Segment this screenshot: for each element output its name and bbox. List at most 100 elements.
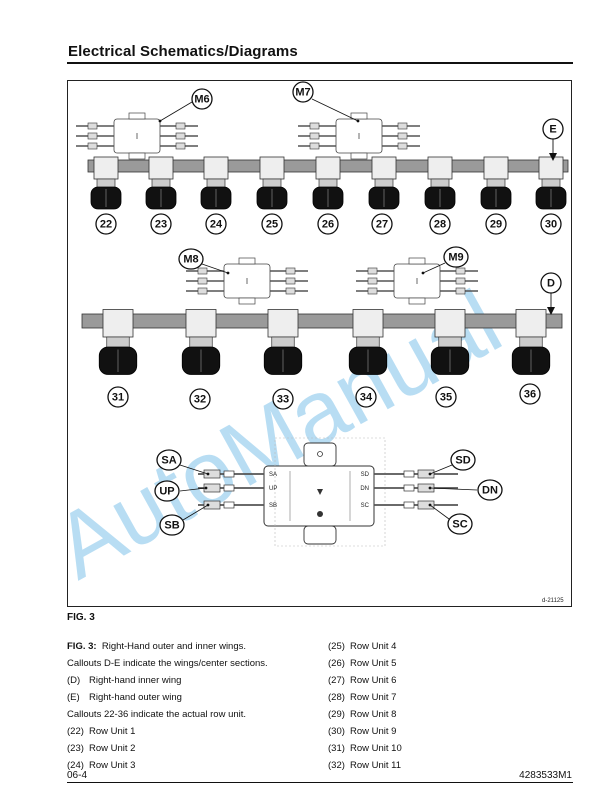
callout-label: SC — [452, 519, 467, 531]
module-tab — [408, 257, 426, 265]
caption-row-28: (28) Row Unit 7 — [328, 692, 396, 704]
row-unit-22 — [90, 156, 122, 210]
wire-connector — [367, 267, 378, 275]
module-m7 — [298, 112, 420, 160]
callout-row-35: 35 — [435, 386, 457, 408]
callout-wing-e: E — [542, 118, 564, 140]
callout-circle — [317, 213, 339, 235]
row-unit-25 — [256, 156, 288, 210]
row-unit-26 — [312, 156, 344, 210]
callout-label: 27 — [376, 219, 388, 231]
callout-label: 23 — [155, 219, 167, 231]
leader-line — [429, 487, 478, 491]
row-unit-23 — [145, 156, 177, 210]
callout-circle — [272, 388, 294, 410]
caption-text: Row Unit 10 — [350, 743, 402, 754]
callout-label: SD — [455, 455, 470, 467]
row-unit-bracket — [434, 309, 466, 338]
callout-circle — [447, 513, 473, 535]
leader-dot — [206, 503, 210, 507]
callout-circle — [429, 213, 451, 235]
callout-connector-sa: SA — [156, 449, 182, 471]
figure-label: FIG. 3 — [67, 612, 95, 623]
leader-dot — [226, 271, 230, 275]
caption-row-23: (23)Row Unit 2 — [67, 743, 135, 755]
wire-connector — [87, 142, 98, 150]
header-rule — [67, 62, 573, 64]
caption-code: (23) — [67, 743, 84, 754]
caption-text: Row Unit 8 — [350, 709, 397, 720]
page-title: Electrical Schematics/Diagrams — [68, 43, 298, 60]
module-tab — [128, 152, 146, 160]
callout-row-28: 28 — [429, 213, 451, 235]
row-unit-bracket — [483, 156, 509, 180]
callout-wing-d: D — [540, 272, 562, 294]
module-m6 — [76, 112, 198, 160]
callout-label: 29 — [490, 219, 502, 231]
leader-line — [201, 263, 229, 274]
caption-row-31: (31)Row Unit 10 — [328, 743, 402, 755]
caption-code: (28) — [328, 692, 345, 703]
module-tab — [238, 297, 256, 305]
caption-row-26: (26)Row Unit 5 — [328, 658, 396, 670]
wire-connector — [175, 142, 186, 150]
wire-connector — [403, 470, 415, 478]
module-tab — [350, 152, 368, 160]
wire-connector — [203, 469, 221, 479]
module-pin-label: UP — [269, 486, 277, 492]
wire-connector — [175, 122, 186, 130]
callout-label: UP — [159, 486, 174, 498]
row-unit-35 — [430, 309, 470, 375]
module-tab — [408, 297, 426, 305]
module-pin-label: SA — [269, 472, 277, 478]
callout-circle — [435, 386, 457, 408]
leader-dot — [158, 119, 162, 123]
leader-line — [179, 464, 209, 475]
row-unit-bracket — [538, 156, 564, 180]
callout-label: 36 — [524, 389, 536, 401]
callout-label: SA — [161, 455, 176, 467]
row-unit-bracket — [352, 309, 384, 338]
caption-text: Row Unit 3 — [89, 760, 136, 771]
caption-text: Row Unit 1 — [89, 726, 136, 737]
row-unit-28 — [424, 156, 456, 210]
leader-line — [429, 464, 453, 475]
callout-label: SB — [164, 520, 179, 532]
toolbar-inner-wing — [81, 313, 563, 329]
footer-doc-number: 4283533M1 — [519, 770, 572, 781]
caption-text: Row Unit 6 — [350, 675, 397, 686]
module-pin-label: SC — [361, 503, 370, 509]
callout-row-25: 25 — [261, 213, 283, 235]
caption-text: Row Unit 7 — [350, 692, 397, 703]
callout-label: E — [549, 124, 556, 136]
row-unit-36 — [511, 309, 551, 375]
wire-connector — [403, 484, 415, 492]
caption-row-22: (22)Row Unit 1 — [67, 726, 135, 738]
module-pin-label: SB — [269, 503, 277, 509]
footer-page-number: 06-4 — [67, 770, 88, 781]
callout-label: DN — [482, 485, 498, 497]
callout-circle — [95, 213, 117, 235]
footer-rule — [67, 782, 573, 783]
caption-code: (27) — [328, 675, 345, 686]
callout-label: 28 — [434, 219, 446, 231]
callout-label: 34 — [360, 392, 373, 404]
wire-connector — [223, 470, 235, 478]
callout-label: 30 — [545, 219, 557, 231]
callout-circle — [540, 213, 562, 235]
caption-de-line: Callouts D-E indicate the wings/center s… — [67, 658, 268, 669]
row-unit-bracket — [259, 156, 285, 180]
ghost-outline — [274, 437, 386, 547]
leader-dot — [204, 486, 208, 490]
caption-code: (D) — [67, 675, 81, 686]
row-unit-33 — [263, 309, 303, 375]
callout-row-29: 29 — [485, 213, 507, 235]
leader-dot — [428, 472, 432, 476]
callout-connector-dn: DN — [477, 479, 503, 501]
wire-connector — [417, 469, 435, 479]
row-unit-29 — [480, 156, 512, 210]
caption-fig-ref: FIG. 3: — [67, 641, 97, 652]
module-body — [263, 465, 375, 527]
callout-circle — [159, 514, 185, 536]
callout-label: M6 — [194, 94, 209, 106]
